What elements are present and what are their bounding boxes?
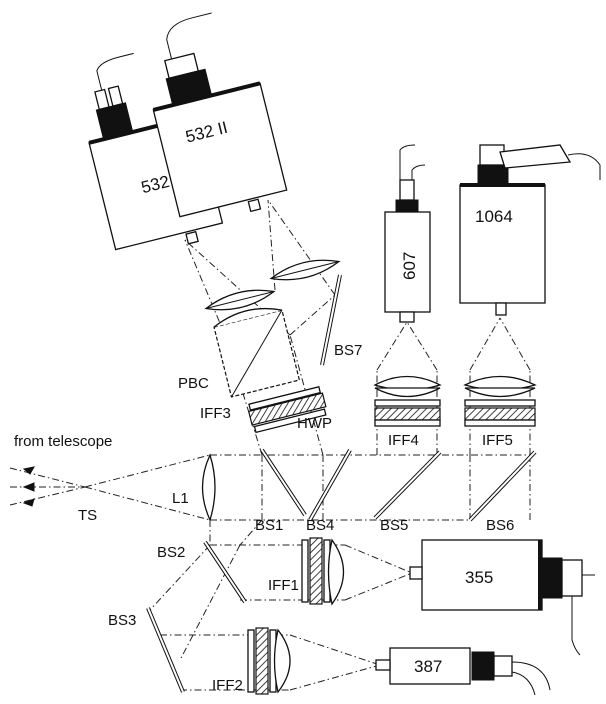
lens-l1 (201, 453, 216, 522)
incoming-arrows (22, 466, 35, 507)
detector-607: 607 (384, 144, 431, 323)
lens-355 (327, 538, 345, 606)
half-wave-plate (253, 408, 327, 434)
label-bs1: BS1 (255, 517, 283, 534)
label-iff5: IFF5 (482, 432, 513, 449)
component-labels: from telescope TS L1 BS1 BS2 BS3 BS4 BS5… (14, 342, 514, 694)
lens-387 (273, 628, 291, 694)
optics (146, 259, 537, 695)
label-bs7: BS7 (334, 342, 362, 359)
filter-iff2 (255, 627, 269, 695)
label-iff4: IFF4 (388, 432, 419, 449)
label-bs3: BS3 (108, 612, 136, 629)
label-from-telescope: from telescope (14, 433, 112, 450)
filter-iff5 (464, 407, 536, 421)
label-bs4: BS4 (306, 517, 334, 534)
detector-label-387: 387 (414, 657, 442, 676)
label-iff1: IFF1 (268, 577, 299, 594)
detectors: 532 ⊥ 532 II 607 (88, 12, 601, 696)
detector-355: 355 (409, 539, 595, 656)
detector-label-607: 607 (400, 252, 419, 280)
label-iff2: IFF2 (212, 677, 243, 694)
label-ts: TS (78, 507, 97, 524)
filter-iff1 (309, 537, 323, 605)
label-bs5: BS5 (380, 517, 408, 534)
label-bs6: BS6 (486, 517, 514, 534)
detector-387: 387 (375, 647, 551, 696)
label-bs2: BS2 (157, 544, 185, 561)
label-hwp: HWP (297, 415, 332, 432)
filter-iff4 (374, 407, 441, 421)
detector-label-355: 355 (465, 568, 493, 587)
detector-532-par: 532 II (152, 12, 288, 218)
detector-label-1064: 1064 (475, 207, 513, 226)
filter-iff3 (247, 392, 327, 426)
label-pbc: PBC (178, 375, 209, 392)
label-iff3: IFF3 (200, 405, 231, 422)
detector-1064: 1064 (459, 144, 601, 316)
label-l1: L1 (172, 490, 189, 507)
